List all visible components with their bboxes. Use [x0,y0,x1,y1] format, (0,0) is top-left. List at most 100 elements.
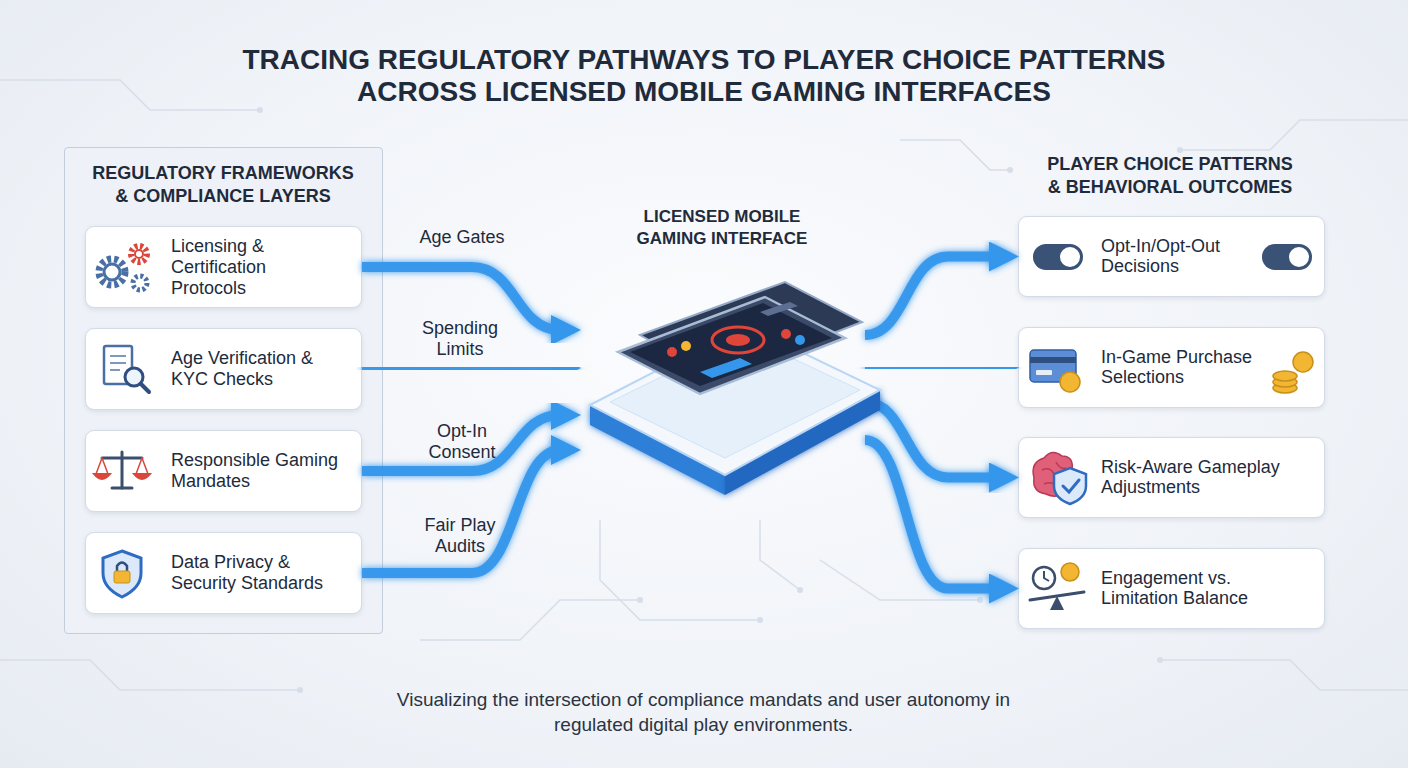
panel-heading: REGULATORY FRAMEWORKS & COMPLIANCE LAYER… [87,162,359,208]
clock-balance-icon [1044,571,1049,581]
scales-icon [102,457,142,460]
circuit-node [1007,167,1013,173]
toggle-icon [1289,247,1309,267]
toggle-icon [1033,244,1083,270]
framework-box: Age Verification & KYC Checks [85,328,362,410]
phone-illustration [726,334,750,346]
circuit-node [977,597,983,603]
box-label: Licensing & Certification Protocols [171,236,346,299]
circuit-trace [0,80,260,110]
shield-lock-icon [114,571,130,583]
scales-icon [121,452,124,488]
scales-icon [96,458,102,474]
flow-arrow [865,257,998,336]
brain-shield-icon [1042,462,1066,488]
platform-illustration [590,325,880,495]
document-search-icon [104,346,149,392]
connector-label: Spending Limits [410,318,510,360]
framework-box: Data Privacy & Security Standards [85,532,362,614]
clock-balance-icon [1030,592,1084,600]
circuit-node [1177,147,1183,153]
scales-icon [94,452,150,488]
scales-icon [102,458,108,474]
document-search-icon [141,384,149,392]
phone-illustration [640,282,862,378]
connector-label: Age Gates [412,227,512,248]
gears-icon [133,276,147,290]
shield-lock-icon [103,551,141,597]
flow-arrow [865,402,998,478]
card-coins-icon [1036,370,1052,375]
scales-icon [94,474,110,479]
card-coins-icon [1060,372,1080,392]
gears-icon [104,264,120,280]
scales-icon [136,458,142,474]
card-coins-icon [1273,377,1297,387]
gears-icon [99,259,125,285]
outcome-box: Risk-Aware Gameplay Adjustments [1018,437,1325,518]
scales-icon [112,487,132,490]
document-search-icon [104,346,132,384]
interface-heading: LICENSED MOBILE GAMING INTERFACE [632,206,812,250]
document-search-icon [110,369,120,371]
circuit-trace [0,660,300,690]
scales-icon [142,458,148,474]
flow-arrow [865,440,998,589]
column-heading: PLAYER CHOICE PATTERNS & BEHAVIORAL OUTC… [1041,153,1299,199]
connector-label: Fair Play Audits [410,515,510,557]
box-label: Responsible Gaming Mandates [171,450,346,492]
brain-shield-icon [1054,468,1086,504]
platform-illustration [725,390,880,495]
card-coins-icon [1273,371,1297,381]
outcome-box: In-Game Purchase Selections [1018,327,1325,408]
gears-icon [131,246,147,262]
circuit-trace [1180,120,1408,150]
platform-illustration [610,336,860,458]
flow-arrow [865,363,998,374]
box-label: Risk-Aware Gameplay Adjustments [1101,457,1311,499]
flow-arrow [362,450,560,573]
framework-box: Licensing & Certification Protocols [85,226,362,308]
interface-platform: LICENSED MOBILE GAMING INTERFACE [580,290,865,480]
clock-balance-icon [1030,563,1084,610]
circuit-node [637,597,643,603]
circuit-trace [820,560,980,600]
shield-lock-icon [117,563,127,573]
phone-illustration [681,341,691,351]
flow-arrow [362,368,560,369]
card-coins-icon [1030,357,1076,363]
diagram-caption: Visualizing the intersection of complian… [371,687,1036,737]
phone-illustration [618,297,845,394]
phone-illustration [630,303,832,386]
phone-illustration [618,282,862,394]
clock-balance-icon [1050,596,1064,610]
toggle-icon [1060,247,1080,267]
phone-illustration [712,327,764,353]
platform-illustration [590,405,725,495]
box-label: Opt-In/Opt-Out Decisions [1101,236,1261,278]
card-coins-icon [1030,350,1313,393]
circuit-trace [900,140,1010,170]
box-label: Engagement vs. Limitation Balance [1101,568,1271,610]
box-label: In-Game Purchase Selections [1101,347,1261,389]
circuit-node [257,107,263,113]
toggle-icon [1033,244,1312,270]
circuit-trace [600,520,760,620]
scales-icon [134,474,150,479]
diagram-title: TRACING REGULATORY PATHWAYS TO PLAYER CH… [204,44,1204,108]
document-search-icon [110,355,126,357]
circuit-trace [0,80,1408,690]
circuit-trace [1160,660,1408,690]
circuit-node [297,687,303,693]
brain-shield-icon [1063,480,1079,492]
outcome-box: Engagement vs. Limitation Balance [1018,548,1325,629]
gears-icon [99,246,147,290]
phone-illustration [760,302,798,316]
circuit-node [1157,657,1163,663]
circuit-trace [420,600,640,640]
clock-balance-icon [1033,567,1055,589]
box-label: Data Privacy & Security Standards [171,552,346,594]
framework-box: Responsible Gaming Mandates [85,430,362,512]
